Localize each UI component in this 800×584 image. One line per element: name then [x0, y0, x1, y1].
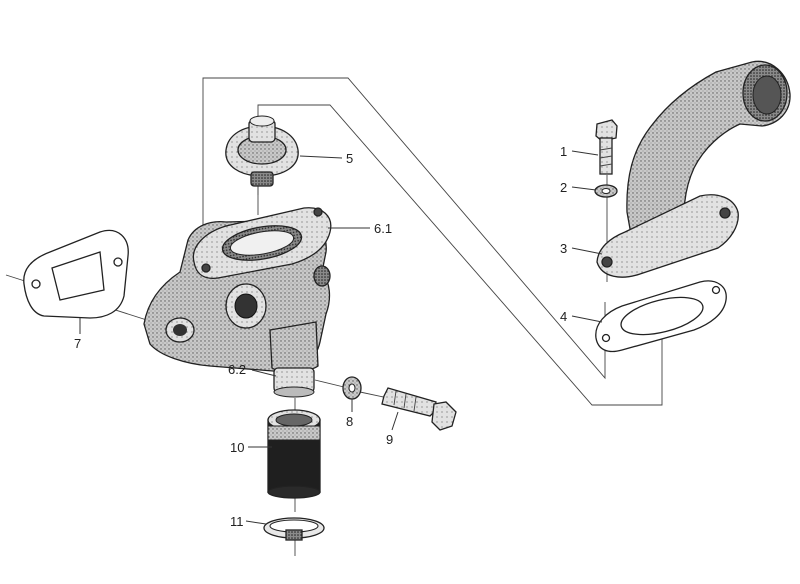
- thermostat-housing: [143, 207, 332, 373]
- callout-11: 11: [230, 514, 244, 529]
- rubber-hose: [267, 409, 321, 499]
- flange-bolt: [595, 119, 618, 175]
- callout-labels: 1 2 3 4 5 6.1 6.2 7 8 9 10 11: [74, 144, 567, 529]
- hex-bolt: [381, 387, 457, 431]
- callout-9: 9: [386, 432, 393, 447]
- stub-washer: [342, 376, 362, 400]
- callout-6-1: 6.1: [374, 221, 392, 236]
- callout-6-2: 6.2: [228, 362, 246, 377]
- callout-1: 1: [560, 144, 567, 159]
- callout-4: 4: [560, 309, 567, 324]
- callout-5: 5: [346, 151, 353, 166]
- callout-2: 2: [560, 180, 567, 195]
- callout-3: 3: [560, 241, 567, 256]
- housing-gasket: [23, 229, 129, 319]
- hose-clamp: [263, 517, 325, 541]
- housing-outlet-stub: [273, 367, 315, 398]
- outlet-gasket: [595, 280, 727, 353]
- callout-leaders: [79, 150, 603, 525]
- elbow-outlet-pipe: [596, 60, 791, 278]
- callout-8: 8: [346, 414, 353, 429]
- callout-7: 7: [74, 336, 81, 351]
- thermostat: [225, 115, 299, 187]
- callout-10: 10: [230, 440, 244, 455]
- flange-washer: [594, 184, 618, 198]
